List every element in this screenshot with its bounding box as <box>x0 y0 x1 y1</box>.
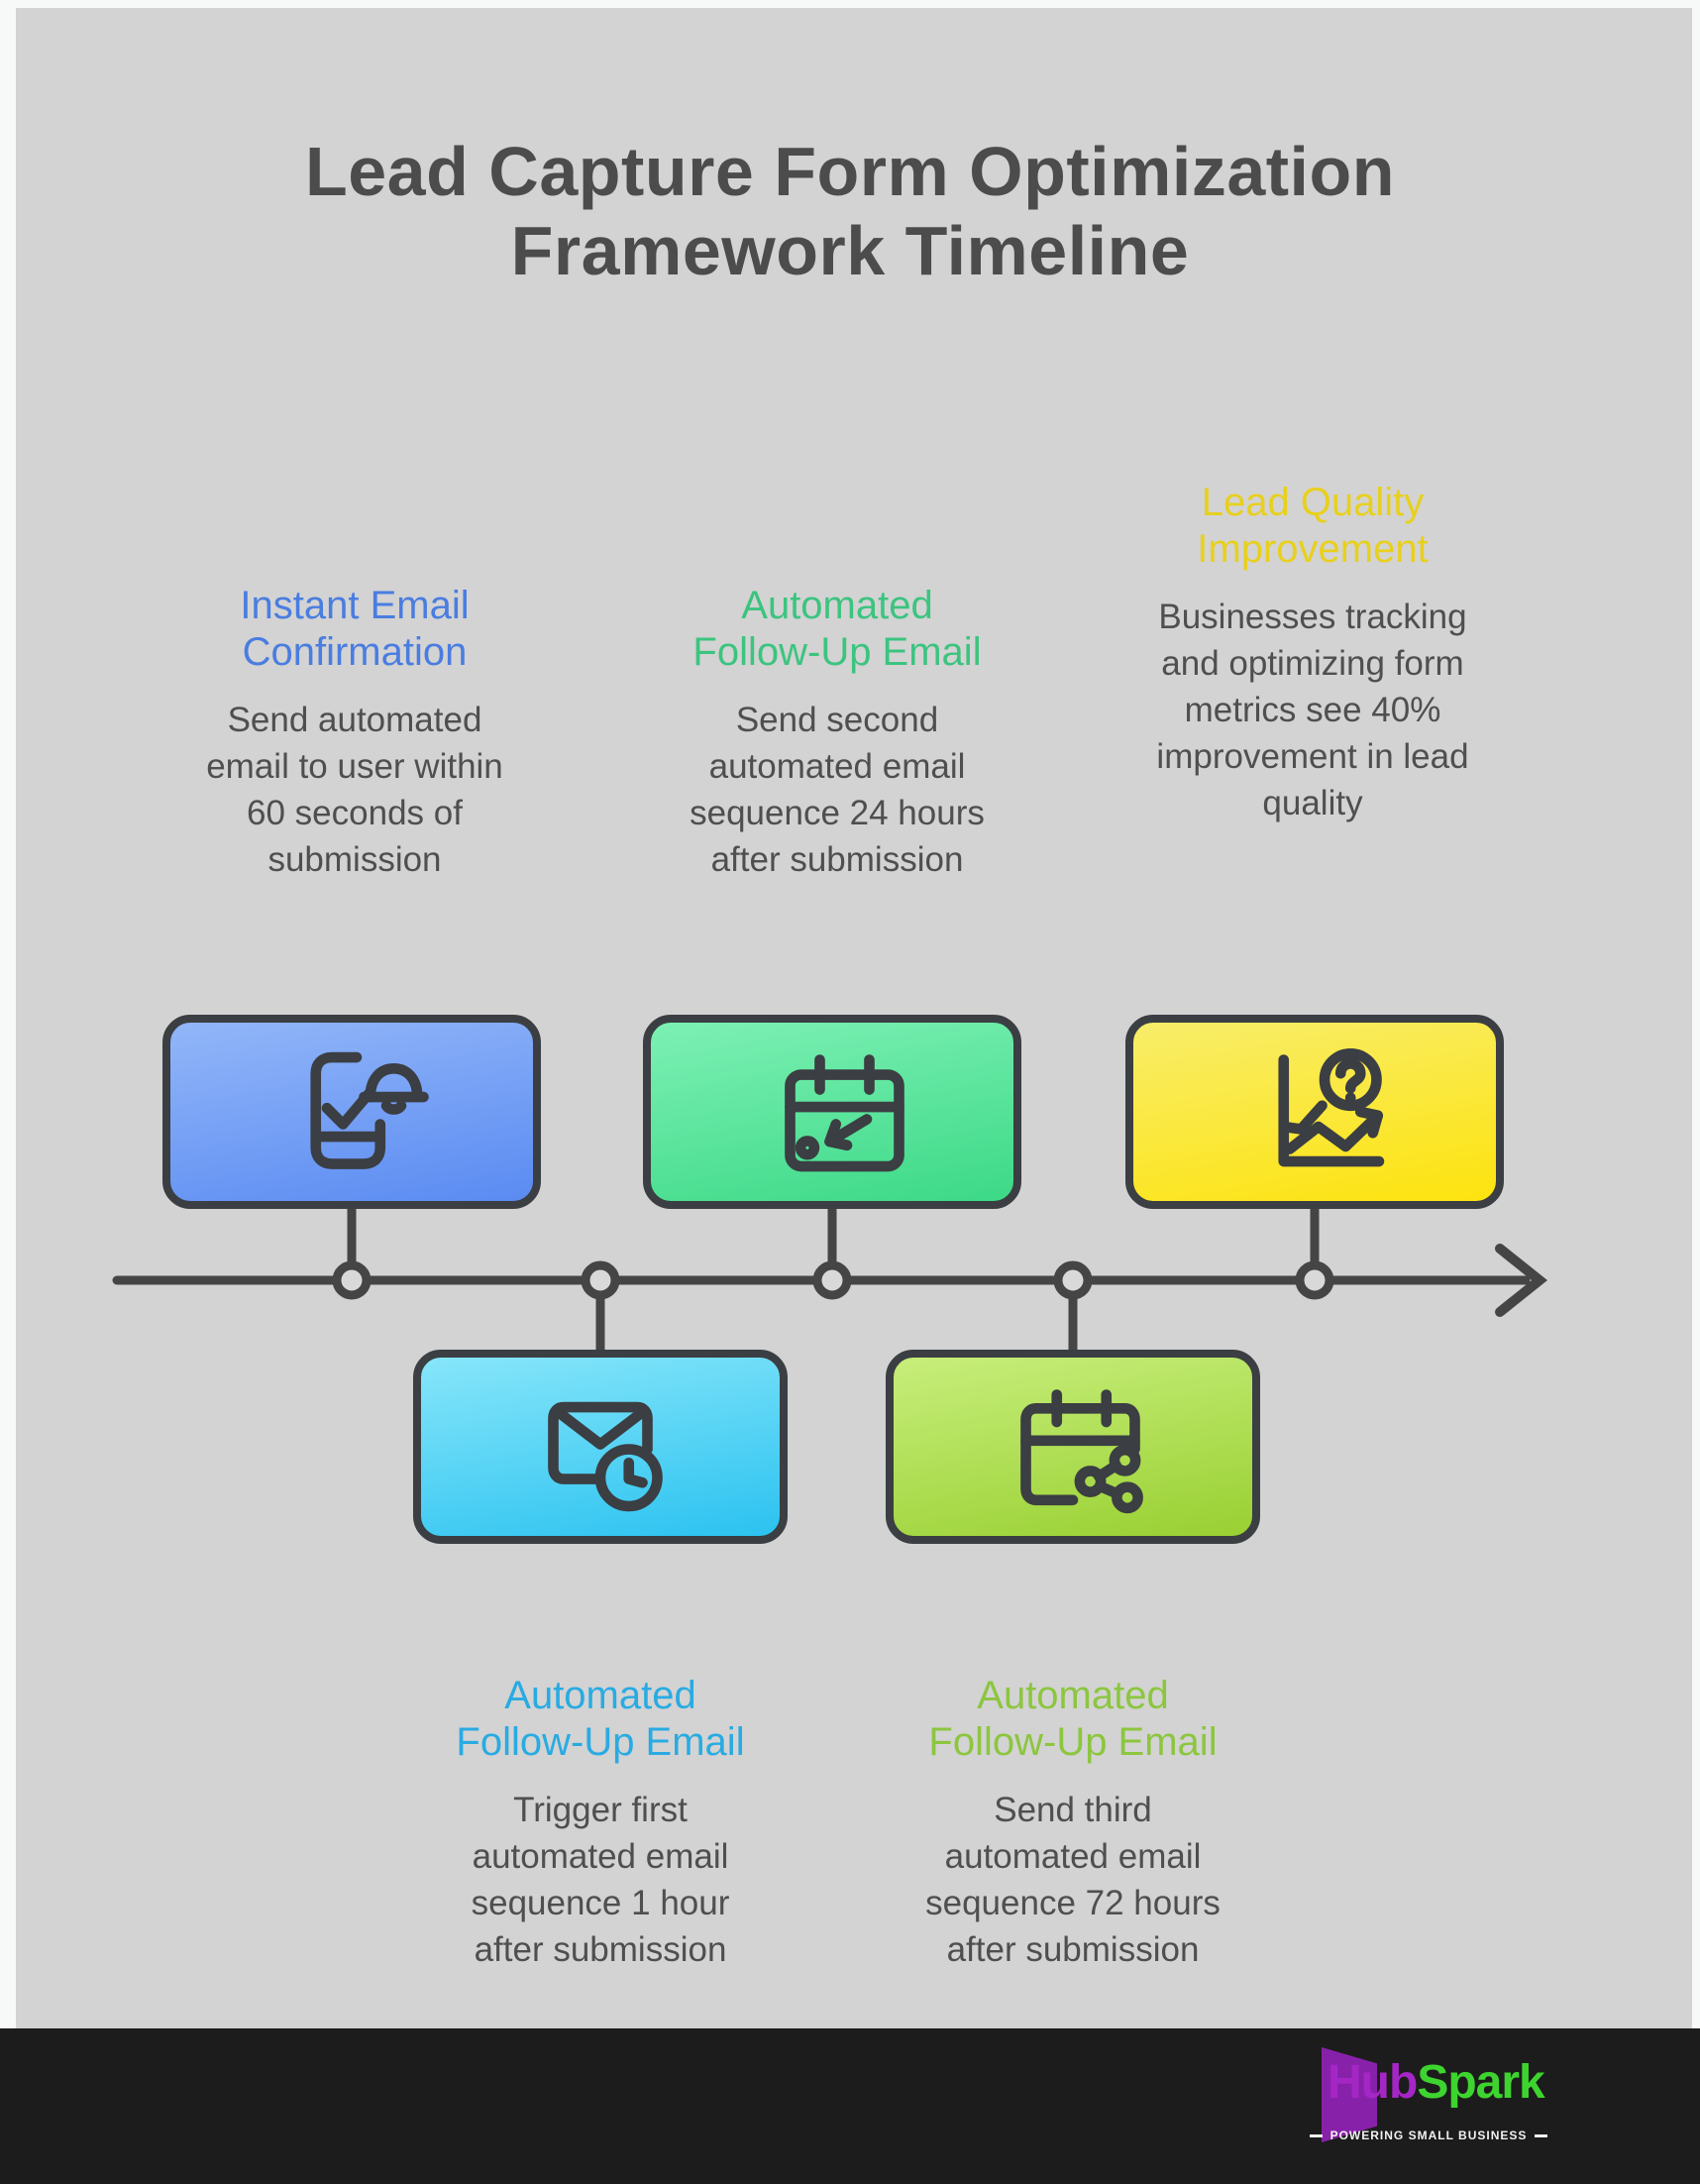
step-1-body: Send automated email to user within 60 s… <box>206 701 503 880</box>
email-clock-icon <box>548 1401 663 1512</box>
page-title: Lead Capture Form Optimization Framework… <box>304 133 1396 289</box>
step-2-heading: Automated Follow-Up Email <box>456 1674 745 1765</box>
tagline-text: POWERING SMALL BUSINESS <box>1329 2129 1528 2142</box>
step-5-box <box>1125 1015 1504 1209</box>
step-5-text-block: Lead Quality Improvement Businesses trac… <box>1149 480 1476 827</box>
footer-bar <box>0 2028 1700 2184</box>
step-2-body: Trigger first automated email sequence 1… <box>471 1791 730 1970</box>
brand-flag-shape <box>1322 2047 1377 2142</box>
step-5-body: Businesses tracking and optimizing form … <box>1156 598 1469 822</box>
step-1-heading: Instant Email Confirmation <box>240 584 470 675</box>
calendar-share-icon <box>1020 1389 1143 1514</box>
step-4-body: Send third automated email sequence 72 h… <box>925 1791 1221 1970</box>
step-3-heading: Automated Follow-Up Email <box>692 584 982 675</box>
calendar-arrow-icon <box>785 1054 904 1172</box>
step-3-box <box>643 1015 1021 1209</box>
brand-tagline: POWERING SMALL BUSINESS <box>1310 2129 1547 2142</box>
brand-name-spark: Spark <box>1417 2056 1544 2109</box>
step-4-box <box>886 1350 1260 1544</box>
brand-name-hub: Hub <box>1328 2056 1418 2109</box>
step-1-text-block: Instant Email Confirmation Send automate… <box>191 583 518 884</box>
step-3-body: Send second automated email sequence 24 … <box>690 701 985 880</box>
chart-growth-question-icon <box>1278 1047 1385 1167</box>
brand-logo: HubSpark POWERING SMALL BUSINESS <box>1310 2041 1547 2150</box>
step-4-text-block: Automated Follow-Up Email Send third aut… <box>909 1673 1236 1974</box>
tagline-rule <box>1310 2133 1323 2137</box>
phone-notification-icon <box>310 1051 429 1169</box>
step-3-text-block: Automated Follow-Up Email Send second au… <box>674 583 1001 884</box>
step-5-heading: Lead Quality Improvement <box>1197 481 1429 572</box>
brand-name: HubSpark <box>1328 2055 1545 2110</box>
step-4-heading: Automated Follow-Up Email <box>928 1674 1218 1765</box>
step-2-box <box>413 1350 788 1544</box>
step-1-box <box>162 1015 541 1209</box>
tagline-rule <box>1535 2133 1547 2137</box>
step-2-text-block: Automated Follow-Up Email Trigger first … <box>437 1673 764 1974</box>
